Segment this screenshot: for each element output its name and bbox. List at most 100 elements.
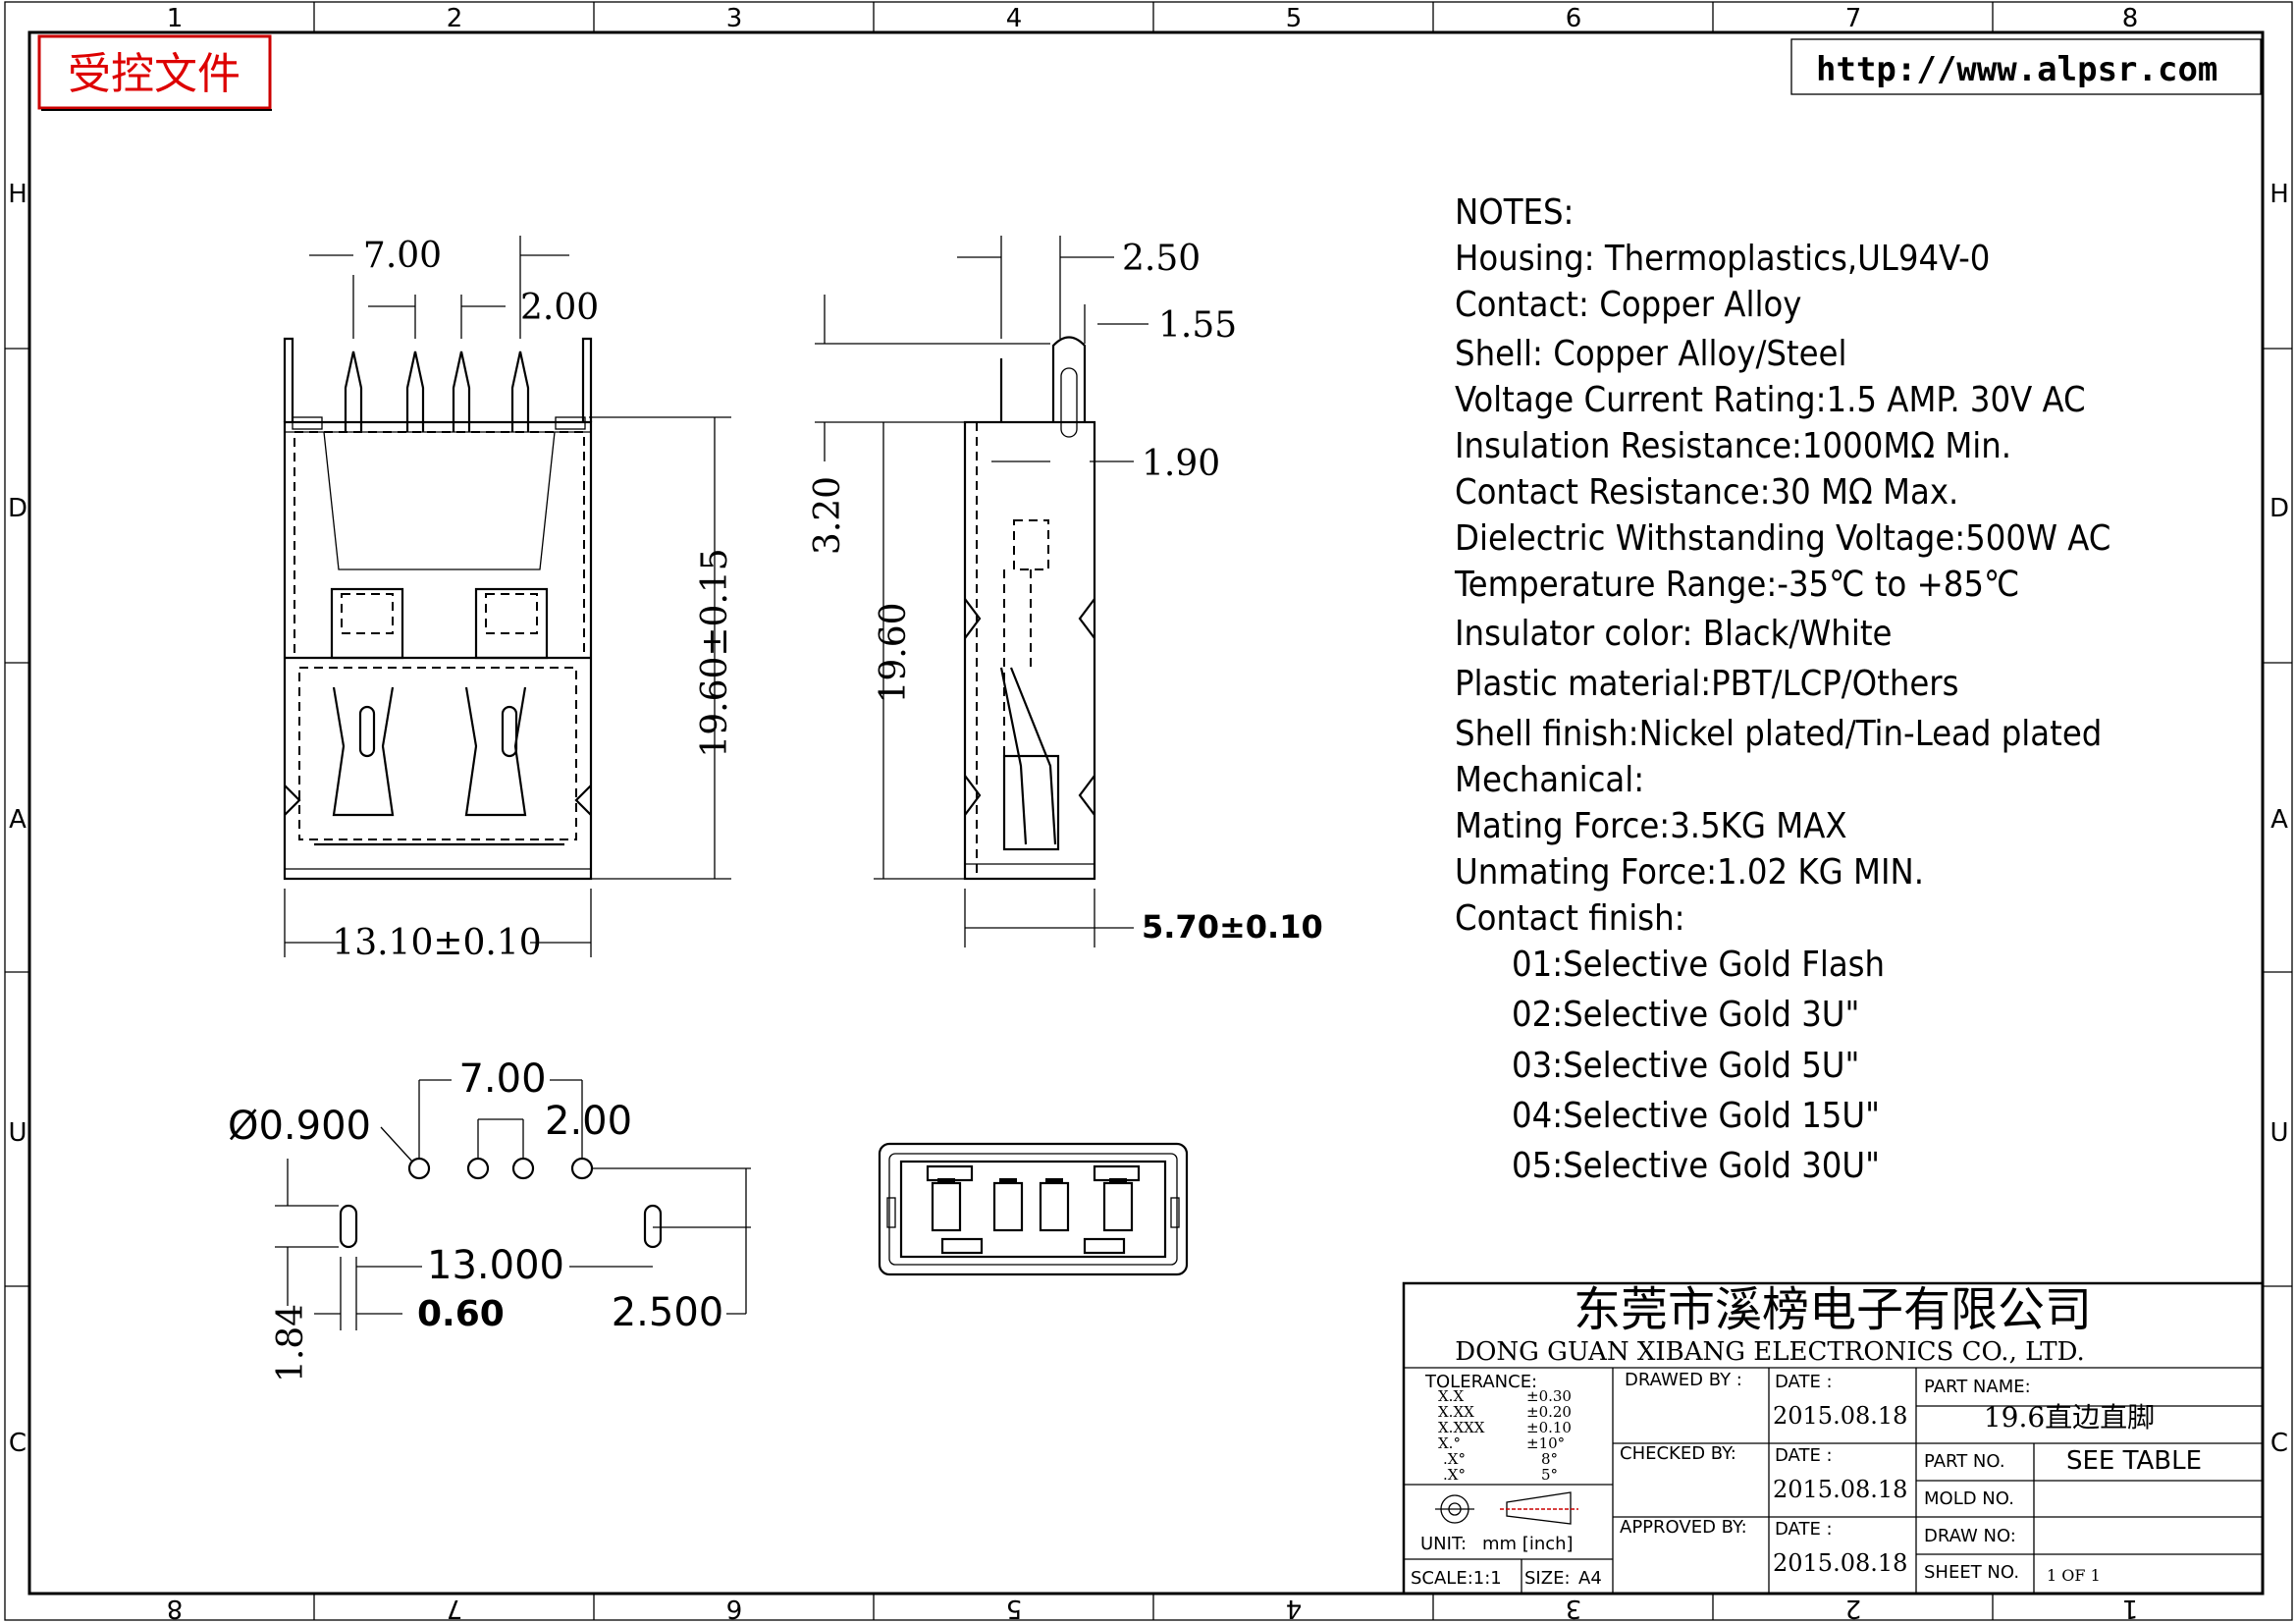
- bottom-col-6: 6: [726, 1594, 743, 1623]
- dim-front-pitch: 7.00: [363, 236, 442, 276]
- tolerance-label: TOLERANCE:: [1424, 1372, 1537, 1392]
- date-drawn: 2015.08.18: [1773, 1402, 1907, 1430]
- left-row-d: D: [8, 494, 27, 523]
- front-view-drawing: [283, 337, 593, 881]
- finish-option: 04:Selective Gold 15U": [1512, 1096, 1880, 1136]
- finish-option: 01:Selective Gold Flash: [1512, 945, 1885, 985]
- mold-no-label: MOLD NO.: [1924, 1488, 2014, 1509]
- company-name-cn: 东莞市溪榜电子有限公司: [1574, 1282, 2092, 1337]
- dim-side-pin: 3.20: [808, 476, 848, 555]
- bottom-col-4: 4: [1286, 1594, 1303, 1623]
- company-name-en: DONG GUAN XIBANG ELECTRONICS CO., LTD.: [1455, 1337, 2085, 1367]
- approved-by-label: APPROVED BY:: [1620, 1517, 1747, 1538]
- bottom-col-7: 7: [447, 1594, 463, 1623]
- bottom-col-1: 1: [2122, 1594, 2139, 1623]
- finish-option: 05:Selective Gold 30U": [1512, 1146, 1880, 1186]
- tol-format: X.°: [1438, 1434, 1461, 1452]
- dim-fp-slot-width: 0.60: [417, 1294, 505, 1334]
- left-row-c: C: [9, 1429, 27, 1458]
- sheet-no-label: SHEET NO.: [1924, 1562, 2019, 1583]
- part-name-value: 19.6直边直脚: [1984, 1401, 2155, 1434]
- controlled-document-stamp: 受控文件: [37, 34, 272, 111]
- notes-heading: NOTES:: [1455, 192, 1574, 233]
- top-col-1: 1: [167, 4, 184, 33]
- dim-fp-spacing: 2.00: [545, 1099, 632, 1144]
- left-row-h: H: [8, 180, 27, 209]
- bottom-col-8: 8: [167, 1594, 184, 1623]
- right-row-h: H: [2269, 180, 2289, 209]
- note-line: Contact: Copper Alloy: [1455, 285, 1801, 325]
- note-line: Voltage Current Rating:1.5 AMP. 30V AC: [1455, 380, 2086, 420]
- note-line: Dielectric Withstanding Voltage:500W AC: [1455, 518, 2110, 559]
- dim-fp-span: 13.000: [427, 1243, 564, 1288]
- dim-fp-row: 2.500: [612, 1290, 724, 1335]
- side-view-dimensions: 2.50 1.55 1.90 3.20 19.60 5.70±0.10: [808, 236, 1323, 947]
- tol-value: ±0.10: [1526, 1419, 1572, 1436]
- tol-value: ±10°: [1526, 1434, 1565, 1452]
- scale-label: SCALE:1:1: [1411, 1568, 1502, 1589]
- note-line: Shell finish:Nickel plated/Tin-Lead plat…: [1455, 714, 2102, 754]
- date-label: DATE :: [1775, 1372, 1833, 1392]
- tol-format: X.XXX: [1438, 1419, 1485, 1436]
- dim-fp-hole: Ø0.900: [228, 1104, 371, 1149]
- tol-value: 8°: [1541, 1450, 1558, 1468]
- dim-fp-slot-height: 1.84: [271, 1304, 311, 1382]
- checked-by-label: CHECKED BY:: [1620, 1443, 1736, 1464]
- projection-symbol-icon: [1435, 1491, 1578, 1525]
- note-line: Contact finish:: [1455, 898, 1685, 939]
- top-col-5: 5: [1286, 4, 1303, 33]
- tol-value: ±0.30: [1526, 1387, 1572, 1405]
- dim-side-height: 19.60: [874, 602, 914, 703]
- note-line: Housing: Thermoplastics,UL94V-0: [1455, 239, 1990, 279]
- part-no-label: PART NO.: [1924, 1451, 2005, 1472]
- unit-label: UNIT:: [1420, 1534, 1467, 1554]
- bottom-col-2: 2: [1845, 1594, 1862, 1623]
- notes-block: NOTES: Housing: Thermoplastics,UL94V-0 C…: [1454, 192, 2110, 1186]
- date-checked: 2015.08.18: [1773, 1476, 1907, 1503]
- top-col-2: 2: [447, 4, 463, 33]
- title-block: 东莞市溪榜电子有限公司 DONG GUAN XIBANG ELECTRONICS…: [1402, 1281, 2265, 1596]
- right-row-d: D: [2269, 494, 2289, 523]
- front-view-dimensions: 7.00 2.00 19.60±0.15 13.10±0.10: [284, 236, 735, 963]
- dim-fp-pitch: 7.00: [458, 1056, 546, 1102]
- drawing-frame: 1 2 3 4 5 6 7 8 8 7 6 5 4 3 2 1 H D A U …: [4, 1, 2293, 1623]
- part-name-label: PART NAME:: [1924, 1377, 2031, 1397]
- date-approved: 2015.08.18: [1773, 1549, 1907, 1577]
- top-col-7: 7: [1845, 4, 1862, 33]
- draw-no-label: DRAW NO:: [1924, 1526, 2016, 1546]
- note-line: Temperature Range:-35℃ to +85℃: [1454, 565, 2019, 605]
- bottom-col-3: 3: [1566, 1594, 1582, 1623]
- right-row-u: U: [2269, 1118, 2288, 1148]
- website-box: http://www.alpsr.com: [1790, 38, 2262, 95]
- website-url: http://www.alpsr.com: [1816, 50, 2217, 89]
- note-line: Unmating Force:1.02 KG MIN.: [1455, 852, 1924, 893]
- right-row-c: C: [2270, 1429, 2288, 1458]
- tol-value: ±0.20: [1526, 1403, 1572, 1421]
- drawn-by-label: DRAWED BY :: [1625, 1370, 1742, 1390]
- top-col-4: 4: [1006, 4, 1023, 33]
- note-line: Mechanical:: [1455, 760, 1644, 800]
- unit-value: mm [inch]: [1482, 1534, 1574, 1554]
- tol-format: .X°: [1443, 1450, 1466, 1468]
- date-label: DATE :: [1775, 1445, 1833, 1466]
- left-row-a: A: [9, 805, 27, 835]
- part-no-value: SEE TABLE: [2066, 1446, 2202, 1476]
- stamp-text: 受控文件: [68, 49, 240, 99]
- bottom-col-5: 5: [1006, 1594, 1023, 1623]
- note-line: Insulation Resistance:1000MΩ Min.: [1455, 426, 2011, 466]
- size-value: A4: [1578, 1568, 1602, 1589]
- dim-front-pin-width: 2.00: [520, 288, 599, 328]
- dim-front-height: 19.60±0.15: [695, 548, 735, 757]
- left-row-u: U: [8, 1118, 27, 1148]
- note-line: Plastic material:PBT/LCP/Others: [1455, 664, 1959, 704]
- sheet-value: 1 OF 1: [2047, 1566, 2101, 1585]
- note-line: Shell: Copper Alloy/Steel: [1455, 334, 1846, 374]
- side-view-drawing: [963, 336, 1096, 881]
- note-line: Mating Force:3.5KG MAX: [1455, 806, 1847, 846]
- note-line: Insulator color: Black/White: [1455, 614, 1892, 654]
- size-label: SIZE:: [1524, 1568, 1571, 1589]
- tol-format: .X°: [1443, 1466, 1466, 1484]
- dim-side-lead: 1.55: [1158, 305, 1237, 346]
- top-col-3: 3: [726, 4, 743, 33]
